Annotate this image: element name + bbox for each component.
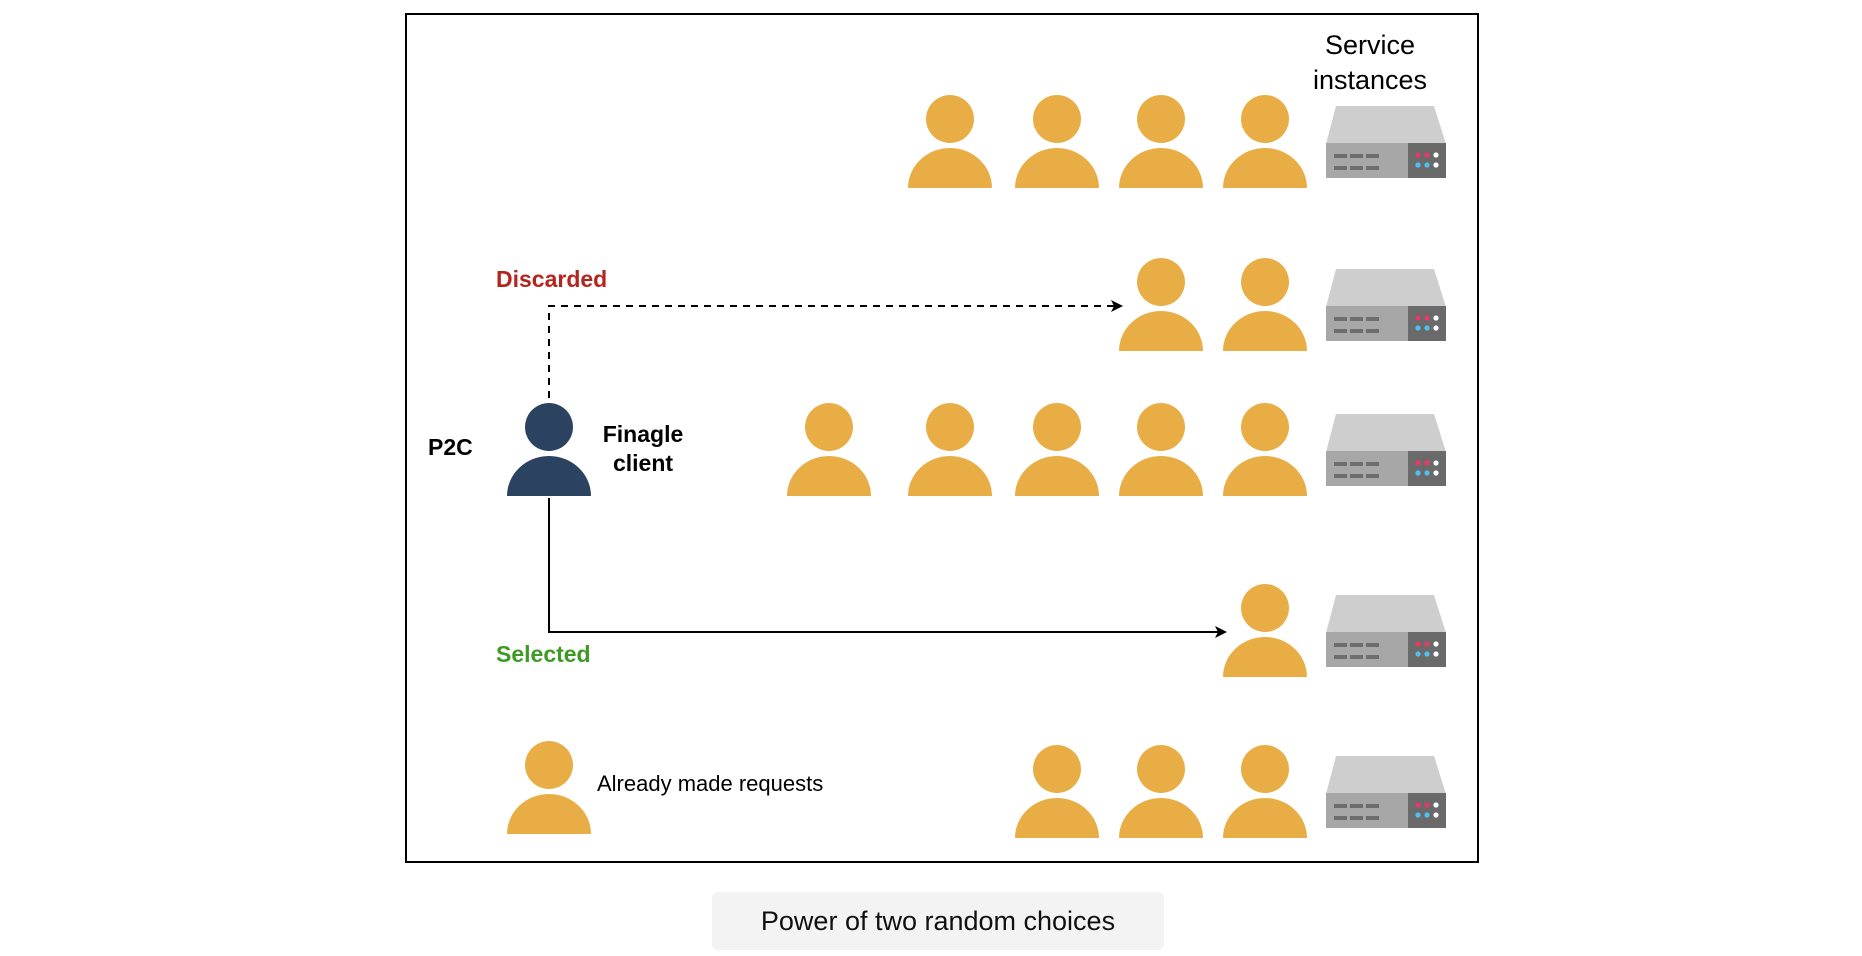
- server-icon: [1326, 106, 1446, 178]
- discarded-label: Discarded: [496, 266, 608, 292]
- service-instance-row: [1119, 258, 1446, 351]
- service-instance-row: [1015, 745, 1446, 838]
- client-label: Finagle client: [602, 421, 684, 476]
- service-instance-row: [787, 403, 1446, 496]
- legend-label: Already made requests: [597, 771, 824, 796]
- selected-arrow: [548, 498, 1227, 638]
- person-icon: [1119, 258, 1203, 351]
- legend-person-icon: [507, 741, 591, 834]
- person-icon: [1015, 95, 1099, 188]
- server-icon: [1326, 756, 1446, 828]
- person-icon: [1223, 584, 1307, 677]
- discarded-arrow: [548, 300, 1123, 398]
- diagram-caption: Power of two random choices: [712, 892, 1164, 950]
- person-icon: [1015, 403, 1099, 496]
- person-icon: [1015, 745, 1099, 838]
- server-icon: [1326, 414, 1446, 486]
- person-icon: [1119, 745, 1203, 838]
- person-icon: [787, 403, 871, 496]
- p2c-label: P2C: [428, 434, 473, 460]
- finagle-client: [507, 403, 591, 496]
- person-icon: [908, 403, 992, 496]
- person-icon: [507, 741, 591, 834]
- selected-label: Selected: [496, 641, 591, 667]
- person-icon: [1119, 95, 1203, 188]
- client-person-icon: [507, 403, 591, 496]
- service-instance-row: [1223, 584, 1446, 677]
- person-icon: [1223, 258, 1307, 351]
- person-icon: [1223, 745, 1307, 838]
- person-icon: [908, 95, 992, 188]
- person-icon: [1223, 95, 1307, 188]
- server-icon: [1326, 595, 1446, 667]
- service-instance-row: [908, 95, 1446, 188]
- person-icon: [1223, 403, 1307, 496]
- person-icon: [1119, 403, 1203, 496]
- service-instances-label: Service instances: [1312, 30, 1428, 95]
- server-icon: [1326, 269, 1446, 341]
